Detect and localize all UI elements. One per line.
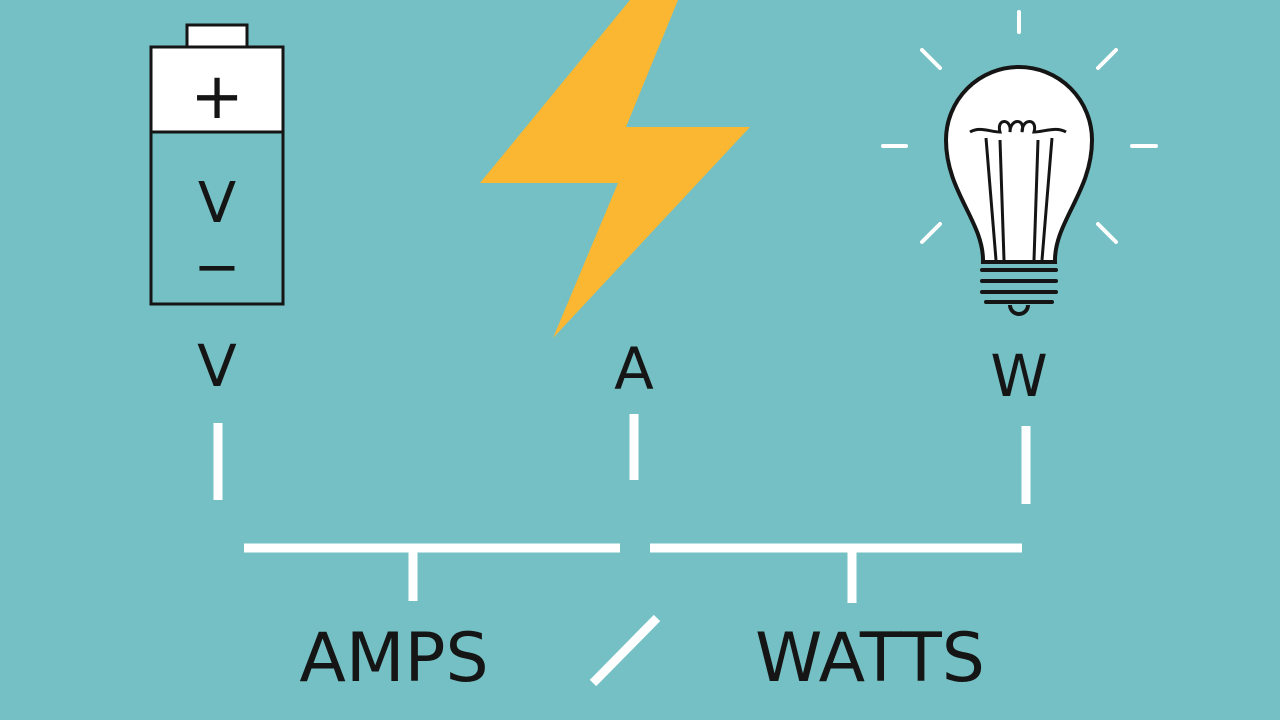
- label-amps: A: [614, 335, 654, 403]
- word-watts: WATTS: [755, 619, 985, 698]
- bulb-glass: [943, 65, 1095, 264]
- battery-body: [149, 130, 285, 306]
- battery-icon: + V −: [149, 23, 285, 306]
- bulb-filament: [969, 120, 1067, 261]
- label-volts: V: [197, 332, 237, 400]
- light-bulb-icon: [881, 10, 1158, 316]
- word-amps: AMPS: [299, 619, 488, 698]
- bulb-tip: [1008, 304, 1030, 316]
- battery-minus-symbol: −: [194, 235, 241, 300]
- ray-top-left: [920, 48, 942, 70]
- ray-top-right: [1096, 48, 1118, 70]
- battery-unit-symbol: V: [198, 171, 236, 236]
- ray-bottom-right: [1096, 222, 1118, 244]
- label-watts: W: [990, 342, 1047, 410]
- battery-plus-symbol: +: [190, 60, 244, 134]
- bulb-base: [980, 268, 1058, 304]
- lightning-bolt-icon: [480, 0, 750, 338]
- light-rays: [881, 10, 1158, 244]
- ray-bottom-left: [920, 222, 942, 244]
- connector-lines: [213, 414, 1031, 687]
- battery-terminal: [185, 23, 249, 49]
- slash-divider: [589, 614, 661, 687]
